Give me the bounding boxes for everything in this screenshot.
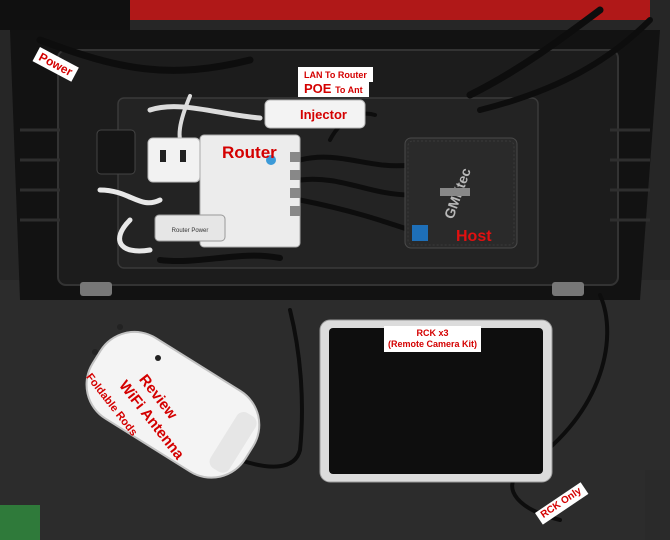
- grass-corner: [0, 505, 40, 540]
- rck-tablet-screen: [329, 328, 543, 474]
- router-power-brick: [154, 214, 226, 242]
- host-label: Host: [456, 228, 492, 245]
- cables: [36, 6, 653, 522]
- rck-line1: RCK x3: [416, 328, 449, 338]
- antenna-screw-1: [92, 349, 98, 355]
- router-label: Router: [222, 143, 277, 162]
- poe-injector-device: [264, 99, 366, 129]
- red-lid-edge: [130, 0, 650, 20]
- antenna-screw-3: [117, 324, 123, 330]
- power-brick: [96, 129, 136, 175]
- antenna-screw-2: [155, 355, 161, 361]
- floor-right-edge: [645, 470, 670, 540]
- router-ports: [290, 152, 300, 216]
- rck-line2: (Remote Camera Kit): [388, 338, 478, 349]
- host-tag: [440, 188, 470, 196]
- wifi-antenna-device: [85, 330, 261, 479]
- router-power-tag: Router Power: [172, 228, 209, 234]
- host-sticker: [412, 225, 428, 241]
- poe-text: POE: [304, 81, 332, 96]
- lid-corner: [0, 0, 130, 30]
- hinge-right: [552, 282, 584, 296]
- outlet-adapter: [147, 137, 201, 183]
- hinge-left: [80, 282, 112, 296]
- poe-to-ant-label: POE To Ant: [298, 80, 369, 97]
- injector-label: Injector: [300, 107, 347, 122]
- outlet-slot-right: [180, 150, 186, 162]
- host-texture: [407, 140, 515, 246]
- rck-label: RCK x3 (Remote Camera Kit): [384, 326, 482, 352]
- outlet-slot-left: [160, 150, 166, 162]
- lan-to-router-label: LAN To Router: [298, 67, 373, 82]
- router-led: [266, 155, 276, 165]
- case-ribs: [20, 128, 650, 222]
- to-ant-text: To Ant: [335, 85, 363, 95]
